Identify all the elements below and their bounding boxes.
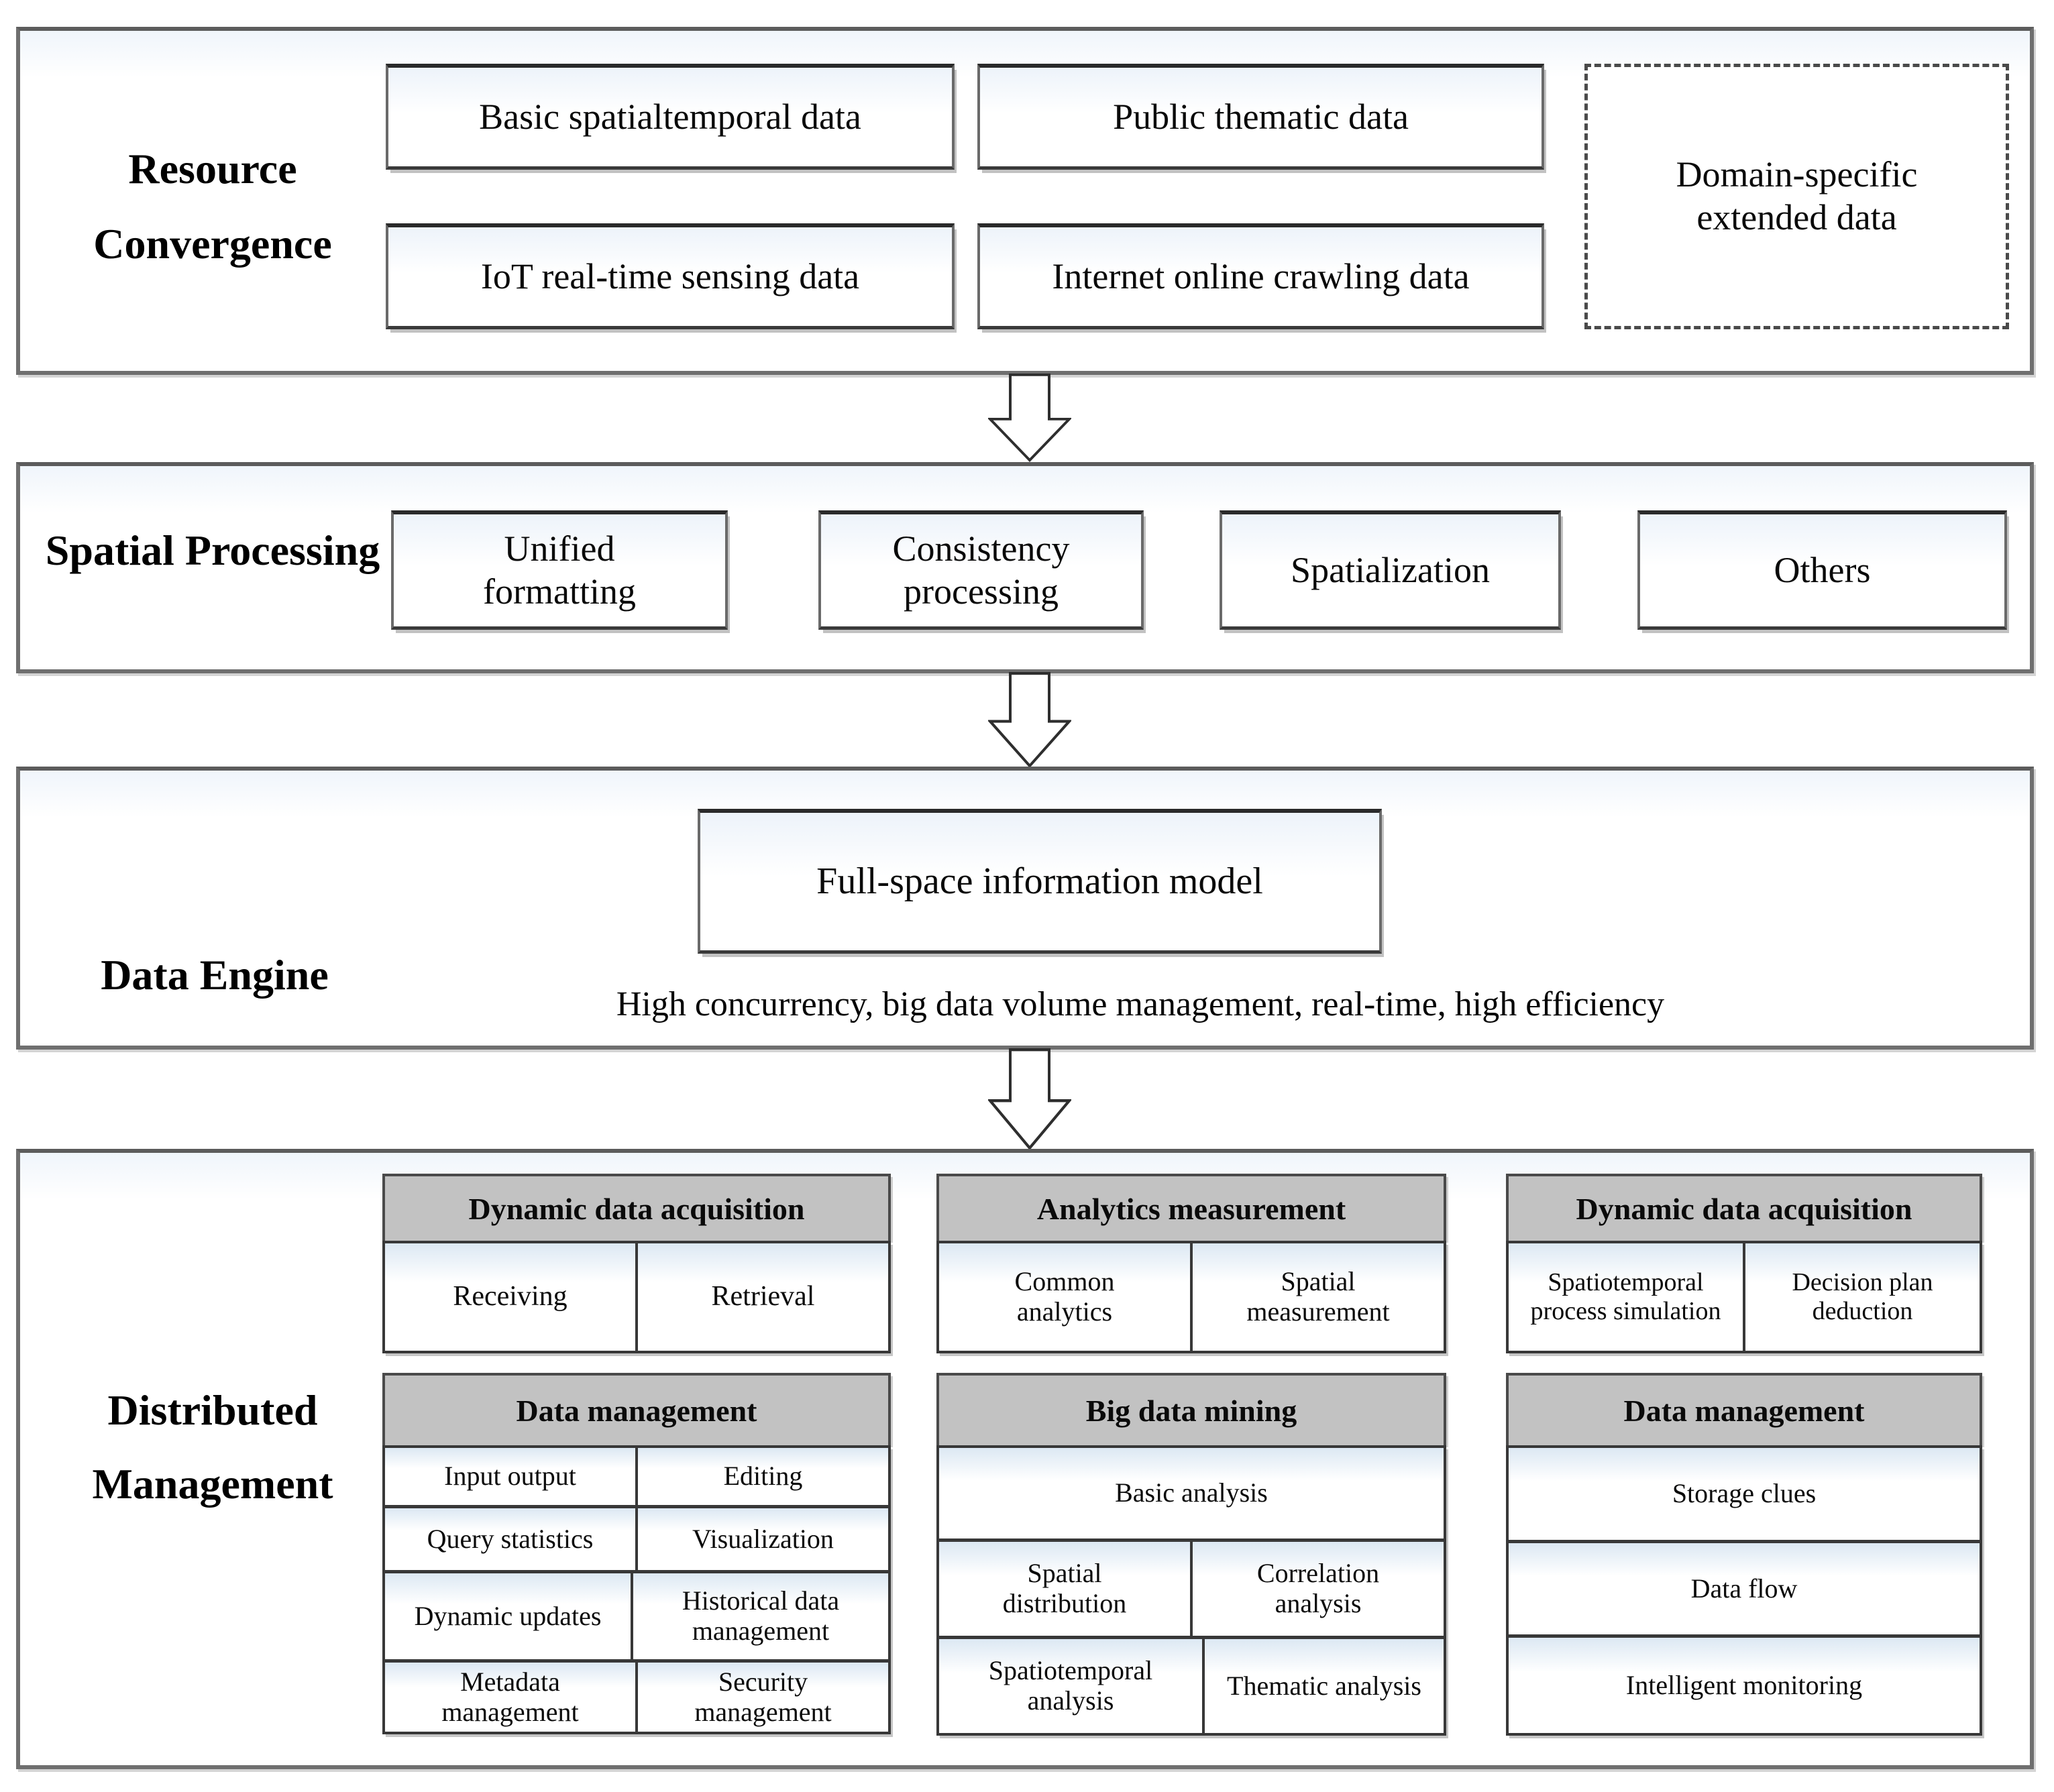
box-label: Internet online crawling data xyxy=(1052,256,1470,296)
table-cell: Spatiotemporal process simulation xyxy=(1509,1243,1745,1351)
box-public-thematic-data: Public thematic data xyxy=(977,64,1544,170)
table-title: Data management xyxy=(1506,1373,1982,1445)
table-data-management-left: Data management Input output Editing Que… xyxy=(382,1373,891,1734)
table-body: Storage clues Data flow Intelligent moni… xyxy=(1506,1445,1982,1736)
table-cell: Decision plan deduction xyxy=(1745,1243,1980,1351)
table-cell: Input output xyxy=(385,1448,638,1505)
box-full-space-information-model: Full-space information model xyxy=(698,809,1382,954)
table-cell: Editing xyxy=(638,1448,888,1505)
table-row: Spatiotemporal analysis Thematic analysi… xyxy=(939,1639,1444,1733)
box-label: Spatialization xyxy=(1291,549,1490,590)
table-cell: Storage clues xyxy=(1509,1448,1980,1540)
spatial-processing-label: Spatial Processing xyxy=(45,526,380,574)
table-cell: Spatiotemporal analysis xyxy=(939,1639,1205,1733)
data-engine-label: Data Engine xyxy=(101,951,329,999)
table-row: Common analytics Spatial measurement xyxy=(939,1243,1444,1351)
down-arrow-icon xyxy=(988,374,1071,462)
table-cell: Intelligent monitoring xyxy=(1509,1638,1980,1733)
table-body: Common analytics Spatial measurement xyxy=(936,1241,1446,1353)
table-title: Dynamic data acquisition xyxy=(1506,1174,1982,1241)
down-arrow-icon xyxy=(988,672,1071,768)
box-label: Others xyxy=(1774,549,1871,590)
box-consistency-processing: Consistency processing xyxy=(818,510,1144,630)
table-cell: Spatial measurement xyxy=(1193,1243,1444,1351)
table-cell: Data flow xyxy=(1509,1543,1980,1634)
table-cell: Common analytics xyxy=(939,1243,1193,1351)
table-dynamic-data-acquisition-right: Dynamic data acquisition Spatiotemporal … xyxy=(1506,1174,1982,1353)
table-cell: Thematic analysis xyxy=(1205,1639,1444,1733)
table-body: Receiving Retrieval xyxy=(382,1241,891,1353)
table-cell: Historical data management xyxy=(633,1573,888,1659)
table-title: Data management xyxy=(382,1373,891,1445)
table-row: Dynamic updates Historical data manageme… xyxy=(385,1573,888,1663)
table-row: Basic analysis xyxy=(939,1448,1444,1542)
box-others: Others xyxy=(1637,510,2007,630)
box-label: Domain-specific extended data xyxy=(1676,154,1918,237)
table-title: Analytics measurement xyxy=(936,1174,1446,1241)
table-cell: Security management xyxy=(638,1663,888,1732)
box-domain-specific-extended-data: Domain-specific extended data xyxy=(1584,64,2009,329)
table-dynamic-data-acquisition-left: Dynamic data acquisition Receiving Retri… xyxy=(382,1174,891,1353)
table-cell: Visualization xyxy=(638,1508,888,1570)
distributed-management-label: Distributed Management xyxy=(92,1386,333,1508)
box-label: Unified formatting xyxy=(483,528,636,612)
table-cell: Query statistics xyxy=(385,1508,638,1570)
box-internet-online-crawling-data: Internet online crawling data xyxy=(977,223,1544,329)
table-title: Big data mining xyxy=(936,1373,1446,1445)
down-arrow-icon xyxy=(988,1048,1071,1150)
table-cell: Receiving xyxy=(385,1243,638,1351)
data-engine-subtitle: High concurrency, big data volume manage… xyxy=(616,985,1665,1023)
table-row: Storage clues xyxy=(1509,1448,1980,1543)
box-basic-spatialtemporal-data: Basic spatialtemporal data xyxy=(386,64,955,170)
table-title: Dynamic data acquisition xyxy=(382,1174,891,1241)
table-cell: Basic analysis xyxy=(939,1448,1444,1538)
resource-convergence-label: Resource Convergence xyxy=(93,145,332,268)
table-row: Metadata management Security management xyxy=(385,1663,888,1732)
box-label: Basic spatialtemporal data xyxy=(479,96,861,137)
box-label: Consistency processing xyxy=(892,528,1070,612)
table-big-data-mining: Big data mining Basic analysis Spatial d… xyxy=(936,1373,1446,1736)
table-body: Input output Editing Query statistics Vi… xyxy=(382,1445,891,1734)
box-spatialization: Spatialization xyxy=(1220,510,1561,630)
table-row: Spatiotemporal process simulation Decisi… xyxy=(1509,1243,1980,1351)
table-row: Intelligent monitoring xyxy=(1509,1638,1980,1733)
table-row: Spatial distribution Correlation analysi… xyxy=(939,1542,1444,1639)
table-cell: Retrieval xyxy=(638,1243,888,1351)
table-analytics-measurement: Analytics measurement Common analytics S… xyxy=(936,1174,1446,1353)
box-label: Public thematic data xyxy=(1113,96,1409,137)
table-body: Spatiotemporal process simulation Decisi… xyxy=(1506,1241,1982,1353)
box-iot-realtime-sensing-data: IoT real-time sensing data xyxy=(386,223,955,329)
box-unified-formatting: Unified formatting xyxy=(391,510,728,630)
table-row: Data flow xyxy=(1509,1543,1980,1638)
table-row: Receiving Retrieval xyxy=(385,1243,888,1351)
table-row: Query statistics Visualization xyxy=(385,1508,888,1573)
table-cell: Metadata management xyxy=(385,1663,638,1732)
table-cell: Spatial distribution xyxy=(939,1542,1193,1636)
table-data-management-right: Data management Storage clues Data flow … xyxy=(1506,1373,1982,1736)
box-label: Full-space information model xyxy=(816,860,1263,903)
table-cell: Dynamic updates xyxy=(385,1573,633,1659)
table-body: Basic analysis Spatial distribution Corr… xyxy=(936,1445,1446,1736)
box-label: IoT real-time sensing data xyxy=(480,256,860,296)
table-cell: Correlation analysis xyxy=(1193,1542,1444,1636)
table-row: Input output Editing xyxy=(385,1448,888,1508)
